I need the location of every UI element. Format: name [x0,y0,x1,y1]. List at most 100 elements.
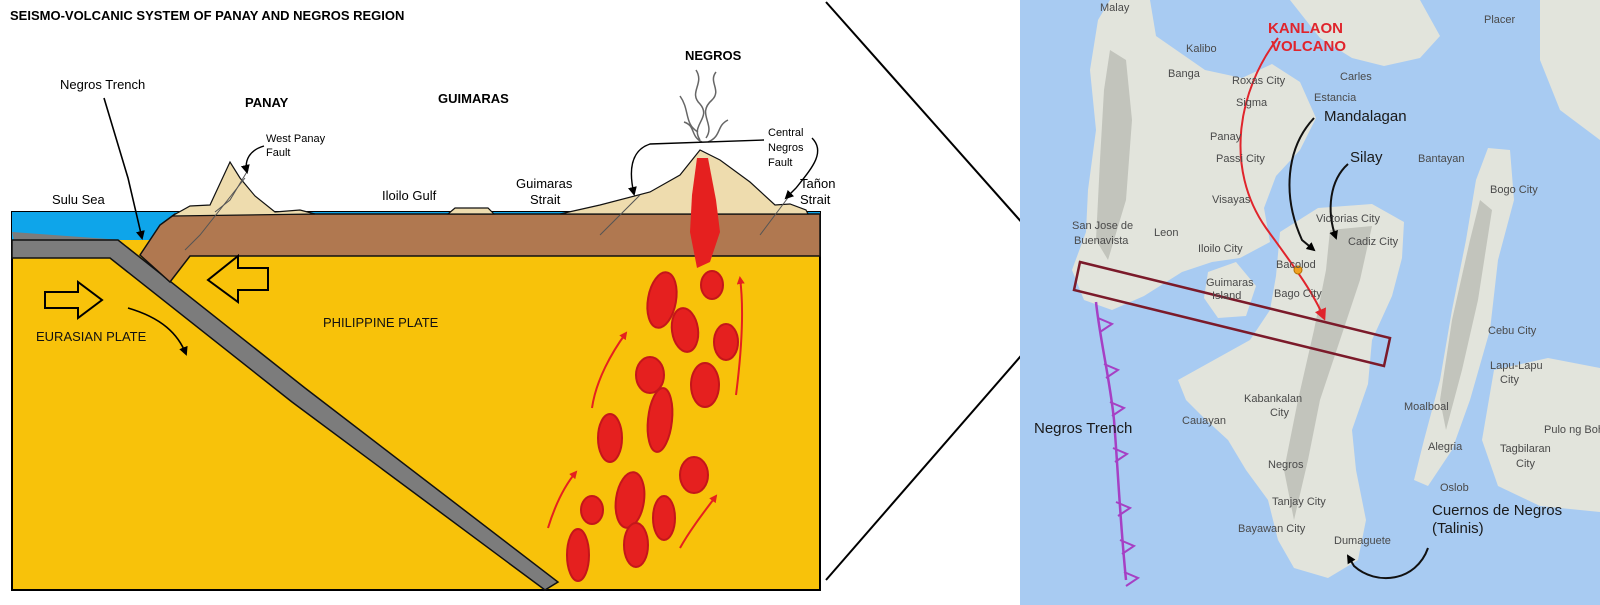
tanon-pointer [784,137,819,200]
place-leon: Leon [1154,227,1178,239]
silay-label: Silay [1350,149,1383,166]
negros-mountains [1284,226,1372,520]
west-panay-fault-line [214,169,249,213]
place-negros: Negros [1268,459,1304,471]
place-malay: Malay [1100,2,1130,14]
place-bantayan: Bantayan [1418,153,1464,165]
label-eurasian-plate: EURASIAN PLATE [36,329,147,344]
subducting-slab [11,239,560,591]
place-visayas: Visayas [1212,194,1251,206]
central-negros-fault-line [599,194,641,236]
place-tanjay: Tanjay City [1272,496,1326,508]
central-fault-pointer [628,139,765,196]
kanlaon-arrow [1239,37,1326,321]
place-oslob: Oslob [1440,482,1469,494]
place-cadiz: Cadiz City [1348,236,1399,248]
place-guimaras-2: Island [1212,290,1241,302]
negros-land [559,149,809,215]
place-panay: Panay [1210,131,1242,143]
kanlaon-label-1: KANLAON [1268,20,1343,37]
bohol-island [1482,358,1600,512]
place-san-jose-1: San Jose de [1072,220,1133,232]
place-lapu-1: Lapu-Lapu [1490,360,1543,372]
place-san-jose-2: Buenavista [1074,235,1129,247]
guimaras-island [1204,262,1256,318]
negros-trench-line [1094,301,1128,581]
place-estancia: Estancia [1314,92,1357,104]
eurasian-crust [12,232,122,240]
label-central-fault-2: Negros [768,142,804,154]
mandalagan-arrow [1288,117,1316,252]
region-guimaras: GUIMARAS [438,91,509,106]
map-negros-trench-label: Negros Trench [1034,420,1132,437]
magma-flow-arrows [547,276,745,549]
panay-mountains [1096,50,1132,260]
north-land [1290,0,1440,66]
label-iloilo-gulf: Iloilo Gulf [382,188,437,203]
place-passi: Passi City [1216,153,1265,165]
place-tagbilaran-2: City [1516,458,1535,470]
philippine-motion-arrow [206,253,269,304]
place-cauayan: Cauayan [1182,415,1226,427]
kanlaon-label-2: VOLCANO [1271,38,1346,55]
place-pulong: Pulo ng Boho [1544,424,1600,436]
kanlaon-region-box [1072,260,1392,368]
place-lapu-2: City [1500,374,1519,386]
place-cebu: Cebu City [1488,325,1537,337]
place-kabankalan-1: Kabankalan [1244,393,1302,405]
location-map: KANLAON VOLCANO Mandalagan Silay Negros … [1020,0,1600,605]
magma-conduit [690,158,720,268]
region-negros: NEGROS [685,48,742,63]
label-guimaras-strait-2: Strait [530,192,561,207]
cuernos-label-1: Cuernos de Negros [1432,502,1562,519]
label-tanon-strait-2: Strait [800,192,831,207]
place-sigma: Sigma [1236,97,1268,109]
place-tagbilaran-1: Tagbilaran [1500,443,1551,455]
place-iloilo: Iloilo City [1198,243,1243,255]
label-guimaras-strait-1: Guimaras [516,176,573,191]
philippine-crust [139,213,821,284]
place-kalibo: Kalibo [1186,43,1217,55]
place-victorias: Victorias City [1316,213,1380,225]
subduction-curve-arrow [127,307,188,356]
tanon-fault-line [759,194,791,236]
panay-land [171,160,316,217]
bacolod-marker [1293,265,1303,275]
place-carles: Carles [1340,71,1372,83]
place-placer: Placer [1484,14,1516,26]
place-alegria: Alegria [1428,441,1463,453]
eurasian-motion-arrow [44,280,104,320]
diagram-title: SEISMO-VOLCANIC SYSTEM OF PANAY AND NEGR… [10,8,404,23]
west-panay-fault-pointer [240,145,265,174]
cuernos-arrow [1346,547,1429,580]
place-banga: Banga [1168,68,1201,80]
label-negros-trench: Negros Trench [60,77,145,92]
place-moalboal: Moalboal [1404,401,1449,413]
silay-arrow [1329,163,1349,240]
volcanic-plume [679,69,729,143]
label-central-fault-3: Fault [768,157,792,169]
label-sulu-sea: Sulu Sea [52,192,106,207]
label-central-fault-1: Central [768,127,803,139]
label-west-panay-fault-1: West Panay [266,133,326,145]
place-bayawan: Bayawan City [1238,523,1306,535]
mandalagan-label: Mandalagan [1324,108,1407,125]
northeast-land [1540,0,1600,140]
cross-section: PANAY GUIMARAS NEGROS Negros Trench West… [11,48,835,591]
place-bago: Bago City [1274,288,1322,300]
label-tanon-strait-1: Tañon [800,176,835,191]
magma-blobs [566,270,739,582]
place-dumaguete: Dumaguete [1334,535,1391,547]
negros-trench-pointer [103,97,145,240]
region-panay: PANAY [245,95,289,110]
cebu-mountains [1440,200,1492,430]
label-west-panay-fault-2: Fault [266,147,290,159]
place-kabankalan-2: City [1270,407,1289,419]
place-guimaras-1: Guimaras [1206,277,1254,289]
guimaras-land [446,207,496,215]
west-panay-fault-line-2 [184,177,246,251]
cuernos-label-2: (Talinis) [1432,520,1484,537]
trench-teeth [1097,317,1141,587]
place-roxas: Roxas City [1232,75,1286,87]
label-philippine-plate: PHILIPPINE PLATE [323,315,439,330]
